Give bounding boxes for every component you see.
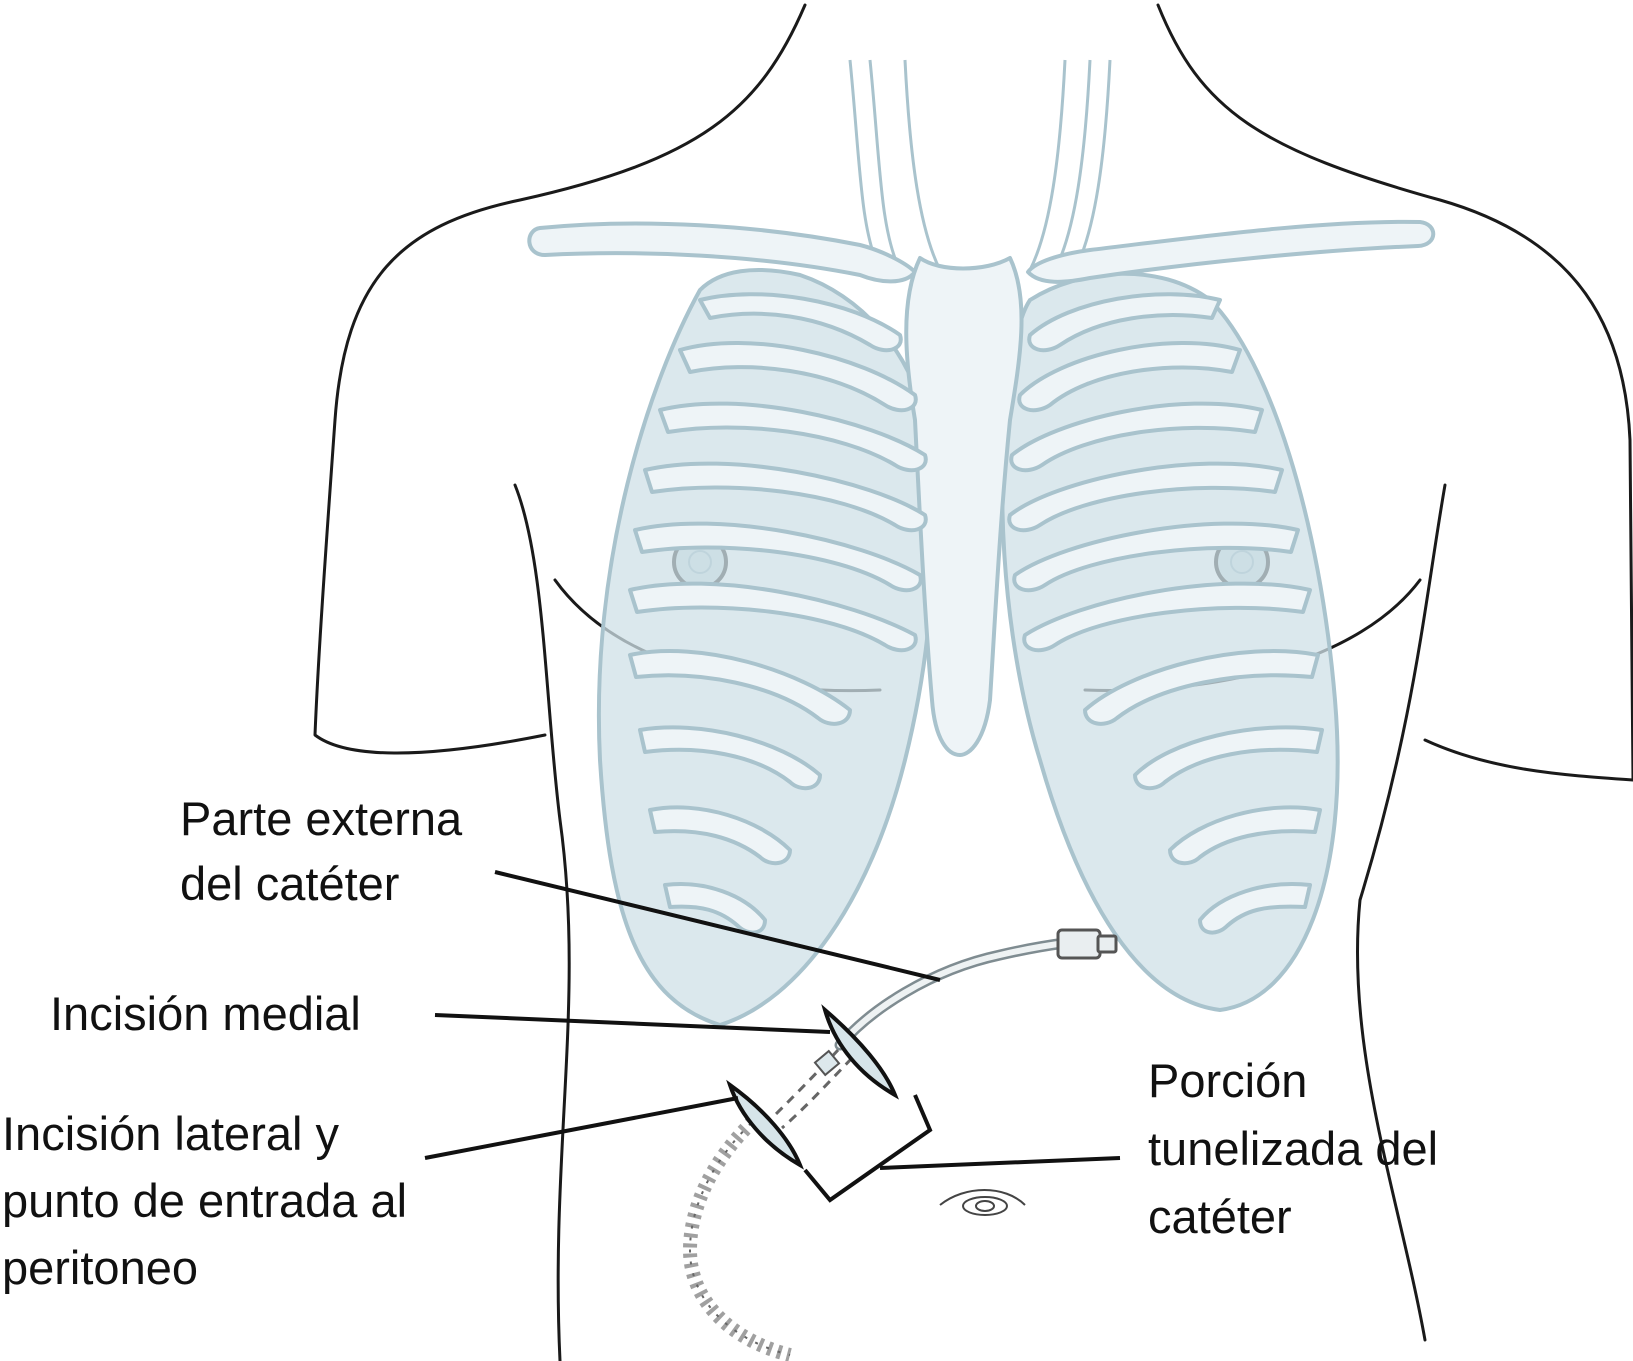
label-tunneled-portion: Porción tunelizada del catéter [1148,1054,1451,1243]
label-lateral-incision: Incisión lateral y punto de entrada al p… [2,1107,420,1294]
left-torso-side [513,483,571,1361]
left-shoulder-outline [313,3,807,755]
catheter-connector [1056,928,1118,960]
right-clavicle [1026,219,1436,284]
catheter-tunneled-segment [768,1048,840,1122]
tunnel-bracket [803,1094,933,1203]
sternum [904,256,1024,757]
label-external-part: Parte externa del catéter [180,792,475,910]
leader-external-part [494,870,941,982]
right-torso-side [1356,483,1447,1342]
leader-lines [424,870,1121,1170]
lateral-incision [726,1079,804,1170]
left-ribs [628,292,928,935]
leader-lateral-incision [424,1096,739,1160]
navel [939,1189,1026,1216]
right-shoulder-outline [1156,3,1633,782]
label-medial-incision: Incisión medial [50,987,361,1040]
catheter-external-tube [834,937,1071,1051]
left-clavicle [527,221,917,284]
left-lung [596,268,936,1028]
leader-tunneled-portion [879,1156,1121,1170]
annotation-labels: Parte externa del catéter Incisión media… [2,792,1451,1294]
neck-vessels [848,59,1112,271]
catheter-cuff [813,1049,841,1077]
thoracic-anatomy [527,59,1436,1028]
catheter-intraperitoneal-segment [682,1109,792,1361]
leader-medial-incision [434,1013,831,1034]
medial-incision [821,1004,899,1100]
peritoneal-catheter [682,928,1118,1361]
right-ribs [1007,292,1324,935]
